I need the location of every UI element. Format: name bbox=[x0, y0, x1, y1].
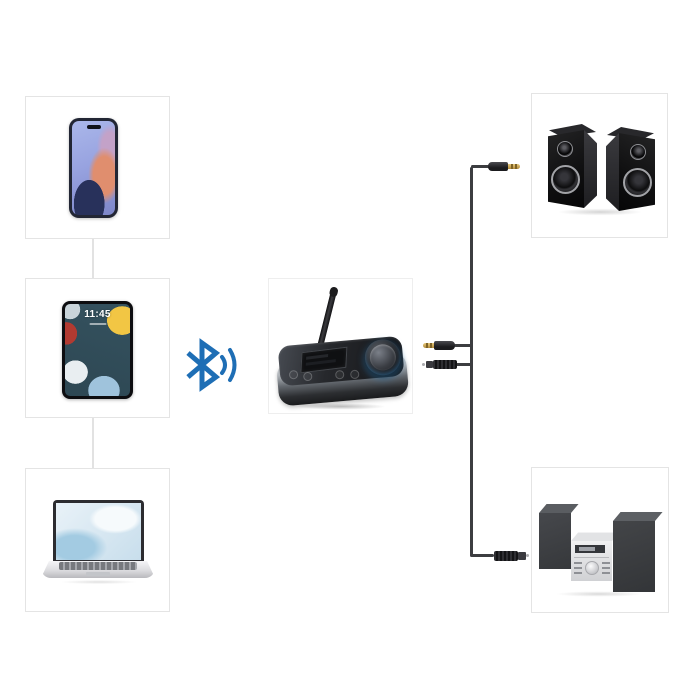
aux-cable-to-speakers bbox=[471, 165, 490, 168]
stereo-unit-icon bbox=[571, 541, 612, 581]
laptop-trackpad bbox=[86, 572, 110, 576]
bookshelf-speaker-right-icon bbox=[605, 127, 655, 211]
bluetooth-transmitter-box bbox=[268, 278, 413, 414]
speaker-woofer bbox=[623, 168, 652, 197]
stereo-shadow bbox=[538, 590, 660, 598]
transmitter-touch-key-icon bbox=[302, 371, 313, 382]
aux-jack-icon bbox=[488, 162, 508, 171]
speaker-front-face bbox=[548, 130, 584, 208]
transmitter-touch-key-icon bbox=[288, 369, 299, 380]
stereo-display bbox=[575, 545, 605, 553]
source-box-laptop bbox=[25, 468, 170, 612]
toslink-plug-nub bbox=[422, 363, 425, 366]
tablet-wallpaper: 11:45 bbox=[65, 304, 130, 396]
output-box-stereo bbox=[531, 467, 669, 613]
stereo-knob bbox=[585, 561, 599, 575]
laptop-shadow bbox=[44, 579, 154, 585]
aux-jack-icon bbox=[434, 341, 455, 350]
speaker-tweeter bbox=[630, 144, 646, 160]
laptop-icon bbox=[53, 500, 144, 562]
aux-jack-gold-tip bbox=[508, 164, 520, 169]
transmitter-volume-knob bbox=[363, 337, 403, 377]
toslink-plug-tip bbox=[426, 361, 433, 368]
speaker-woofer bbox=[551, 165, 580, 194]
tablet-icon: 11:45 bbox=[62, 301, 133, 399]
optical-cable-to-stereo bbox=[471, 554, 494, 557]
speakers-shadow bbox=[540, 207, 660, 217]
aux-jack-gold-tip bbox=[423, 343, 434, 348]
speaker-tweeter bbox=[557, 141, 573, 157]
transmitter-touch-key-icon bbox=[334, 369, 345, 380]
tablet-date-line bbox=[89, 323, 106, 325]
cube-top-face bbox=[613, 512, 663, 521]
transmitter-knob-cap bbox=[368, 343, 397, 372]
stereo-buttons-left bbox=[574, 562, 582, 574]
smartphone-wallpaper bbox=[72, 121, 115, 215]
tablet-clock: 11:45 bbox=[84, 309, 111, 320]
output-box-speakers bbox=[531, 93, 668, 238]
bluetooth-transmitter-icon bbox=[275, 335, 410, 408]
cube-top-face bbox=[539, 504, 579, 513]
bookshelf-speaker-left-icon bbox=[548, 124, 598, 208]
laptop-wallpaper bbox=[56, 503, 141, 560]
stereo-buttons-right bbox=[602, 562, 610, 574]
source-link-line-bottom bbox=[92, 418, 94, 468]
source-box-tablet: 11:45 bbox=[25, 278, 170, 418]
laptop-keyboard bbox=[59, 562, 137, 570]
toslink-plug-nub bbox=[526, 554, 529, 557]
source-box-phone bbox=[25, 96, 170, 239]
speaker-side-face bbox=[606, 133, 619, 211]
bluetooth-signal-icon bbox=[186, 338, 237, 392]
speaker-side-face bbox=[584, 130, 597, 208]
cube-front-face bbox=[539, 513, 571, 569]
transmitter-touch-key-icon bbox=[349, 369, 360, 380]
audio-cable-vertical bbox=[470, 167, 473, 557]
cube-front-face bbox=[613, 521, 655, 592]
stereo-cd-slot bbox=[574, 557, 609, 558]
optical-cable-to-transmitter bbox=[456, 363, 472, 366]
smartphone-icon bbox=[69, 118, 118, 218]
toslink-plug-icon bbox=[433, 360, 457, 369]
smartphone-camera-pill bbox=[86, 125, 101, 129]
toslink-plug-icon bbox=[494, 551, 518, 561]
aux-cable-to-transmitter bbox=[454, 344, 472, 347]
transmitter-shadow bbox=[279, 402, 403, 411]
speaker-front-face bbox=[619, 133, 655, 211]
source-link-line-top bbox=[92, 239, 94, 278]
toslink-plug-tip bbox=[518, 552, 526, 560]
